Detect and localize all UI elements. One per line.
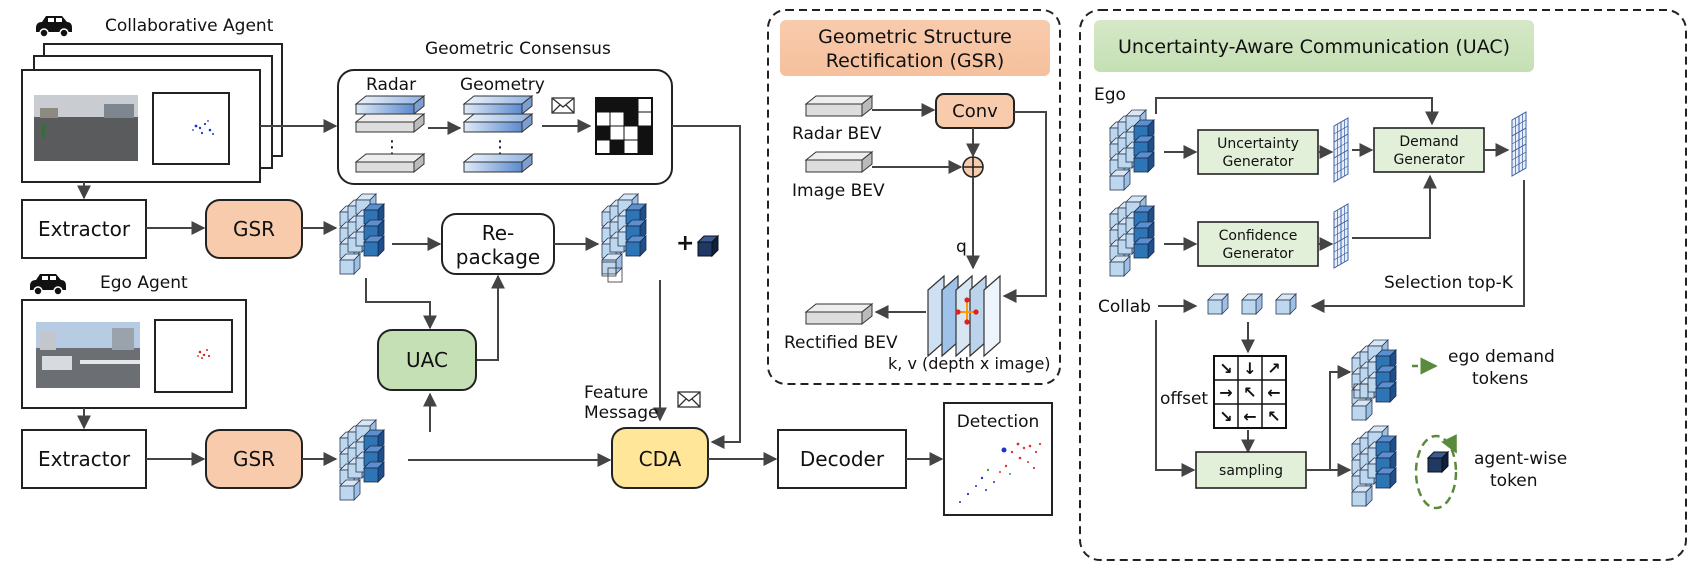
svg-text:↘: ↘ bbox=[1219, 359, 1232, 378]
consensus-mask-grid bbox=[595, 97, 653, 155]
detection-label: Detection bbox=[957, 412, 1040, 432]
confidence-map-grid bbox=[1333, 203, 1349, 269]
confidence-generator-box bbox=[1197, 221, 1319, 267]
radar-label: Radar bbox=[366, 75, 416, 95]
image-bev-label: Image BEV bbox=[792, 181, 885, 201]
ego-demand-token-cube bbox=[1352, 340, 1396, 420]
add-operator-icon bbox=[962, 156, 984, 178]
ego-car-icon bbox=[29, 273, 67, 296]
svg-text:←: ← bbox=[1267, 383, 1280, 402]
collab-radar-points bbox=[192, 120, 214, 135]
ego-feature-cube bbox=[340, 420, 384, 500]
cda-label: CDA bbox=[639, 447, 682, 471]
svg-text:⋮: ⋮ bbox=[383, 137, 401, 158]
detection-box bbox=[943, 402, 1053, 516]
geometry-label: Geometry bbox=[460, 75, 545, 95]
collaborative-agent-title: Collaborative Agent bbox=[105, 16, 274, 36]
uncertainty-map-grid bbox=[1333, 117, 1349, 183]
collab-camera-image bbox=[34, 95, 138, 161]
feature-message-envelope-icon bbox=[677, 391, 701, 408]
gsr-title-line-2: Rectification (GSR) bbox=[826, 50, 1005, 72]
repackage-label-2: package bbox=[456, 245, 540, 269]
attention-panels bbox=[927, 274, 1001, 358]
ego-camera-image bbox=[36, 322, 140, 388]
sampling-label: sampling bbox=[1219, 463, 1283, 479]
repackaged-feature-cube bbox=[601, 194, 646, 283]
agent-token-cube bbox=[696, 234, 720, 258]
svg-text:⋮: ⋮ bbox=[491, 137, 509, 158]
uncertainty-generator-label-2: Generator bbox=[1222, 154, 1293, 170]
radar-slab-stack: ⋮ bbox=[354, 94, 426, 174]
collab-gsr-label: GSR bbox=[233, 217, 275, 241]
uncertainty-generator-label-1: Uncertainty bbox=[1217, 136, 1299, 152]
agent-wise-label-2: token bbox=[1490, 471, 1538, 491]
uac-title-box bbox=[1094, 20, 1534, 72]
confidence-generator-label-1: Confidence bbox=[1219, 228, 1298, 244]
uac-title: Uncertainty-Aware Communication (UAC) bbox=[1118, 36, 1510, 58]
q-label: q bbox=[956, 237, 967, 257]
conv-label: Conv bbox=[952, 101, 998, 122]
agent-wise-token-cube bbox=[1426, 450, 1450, 474]
svg-text:←: ← bbox=[1243, 407, 1256, 426]
ego-demand-label-2: tokens bbox=[1472, 369, 1529, 389]
collab-extractor-box bbox=[21, 199, 147, 259]
demand-generator-label-2: Generator bbox=[1393, 152, 1464, 168]
ego-gsr-label: GSR bbox=[233, 447, 275, 471]
uncertainty-generator-box bbox=[1197, 129, 1319, 175]
demand-generator-label-1: Demand bbox=[1399, 134, 1458, 150]
radar-bev-label: Radar BEV bbox=[792, 124, 882, 144]
offset-label: offset bbox=[1160, 389, 1208, 409]
car-icon bbox=[35, 15, 73, 38]
collab-radar-image bbox=[152, 92, 230, 165]
collab-extractor-label: Extractor bbox=[38, 217, 131, 241]
detection-points bbox=[959, 442, 1042, 503]
ego-agent-title: Ego Agent bbox=[100, 273, 188, 293]
selection-topk-label: Selection top-K bbox=[1384, 273, 1514, 293]
agent-token-highlight bbox=[1414, 434, 1458, 510]
ego-radar-points bbox=[197, 349, 211, 359]
offset-grid: ↘ ↓ ↗ → ↖ ← ↘ ← ↖ bbox=[1213, 355, 1287, 429]
radar-bev-slab bbox=[804, 94, 874, 118]
ego-label: Ego bbox=[1094, 85, 1126, 105]
uac-label: UAC bbox=[406, 348, 448, 372]
feature-message-label-1: Feature bbox=[584, 383, 648, 403]
repackage-label-1: Re- bbox=[482, 221, 515, 245]
envelope-icon bbox=[551, 97, 575, 114]
svg-text:↗: ↗ bbox=[1267, 359, 1280, 378]
gsr-title-line-1: Geometric Structure bbox=[818, 26, 1012, 48]
svg-text:↓: ↓ bbox=[1243, 359, 1256, 378]
kv-label: k, v (depth x image) bbox=[888, 354, 1051, 373]
collab-image-stack bbox=[21, 43, 283, 183]
gsr-title-box bbox=[780, 20, 1050, 76]
demand-map-grid bbox=[1511, 111, 1527, 177]
feature-message-label-2: Message bbox=[584, 403, 659, 423]
geometry-slab-stack: ⋮ bbox=[462, 94, 534, 174]
collab-label: Collab bbox=[1098, 297, 1151, 317]
confidence-generator-label-2: Generator bbox=[1222, 246, 1293, 262]
svg-text:→: → bbox=[1219, 383, 1232, 402]
selected-token-cubes bbox=[1207, 293, 1297, 315]
image-bev-slab bbox=[804, 150, 874, 174]
ego-radar-image bbox=[154, 319, 233, 393]
ego-demand-label-1: ego demand bbox=[1448, 347, 1555, 367]
svg-text:↖: ↖ bbox=[1243, 383, 1256, 402]
plus-sign: + bbox=[676, 231, 694, 256]
rectified-bev-label: Rectified BEV bbox=[784, 333, 898, 353]
svg-text:↖: ↖ bbox=[1267, 407, 1280, 426]
svg-text:↘: ↘ bbox=[1219, 407, 1232, 426]
ego-extractor-box bbox=[21, 429, 147, 489]
collab-feature-cube bbox=[340, 194, 384, 274]
geometric-consensus-title: Geometric Consensus bbox=[425, 39, 611, 59]
agent-wise-label-1: agent-wise bbox=[1474, 449, 1567, 469]
ego-extractor-label: Extractor bbox=[38, 447, 131, 471]
rectified-bev-slab bbox=[804, 302, 874, 326]
decoder-label: Decoder bbox=[800, 447, 885, 471]
uac-box bbox=[377, 329, 477, 391]
